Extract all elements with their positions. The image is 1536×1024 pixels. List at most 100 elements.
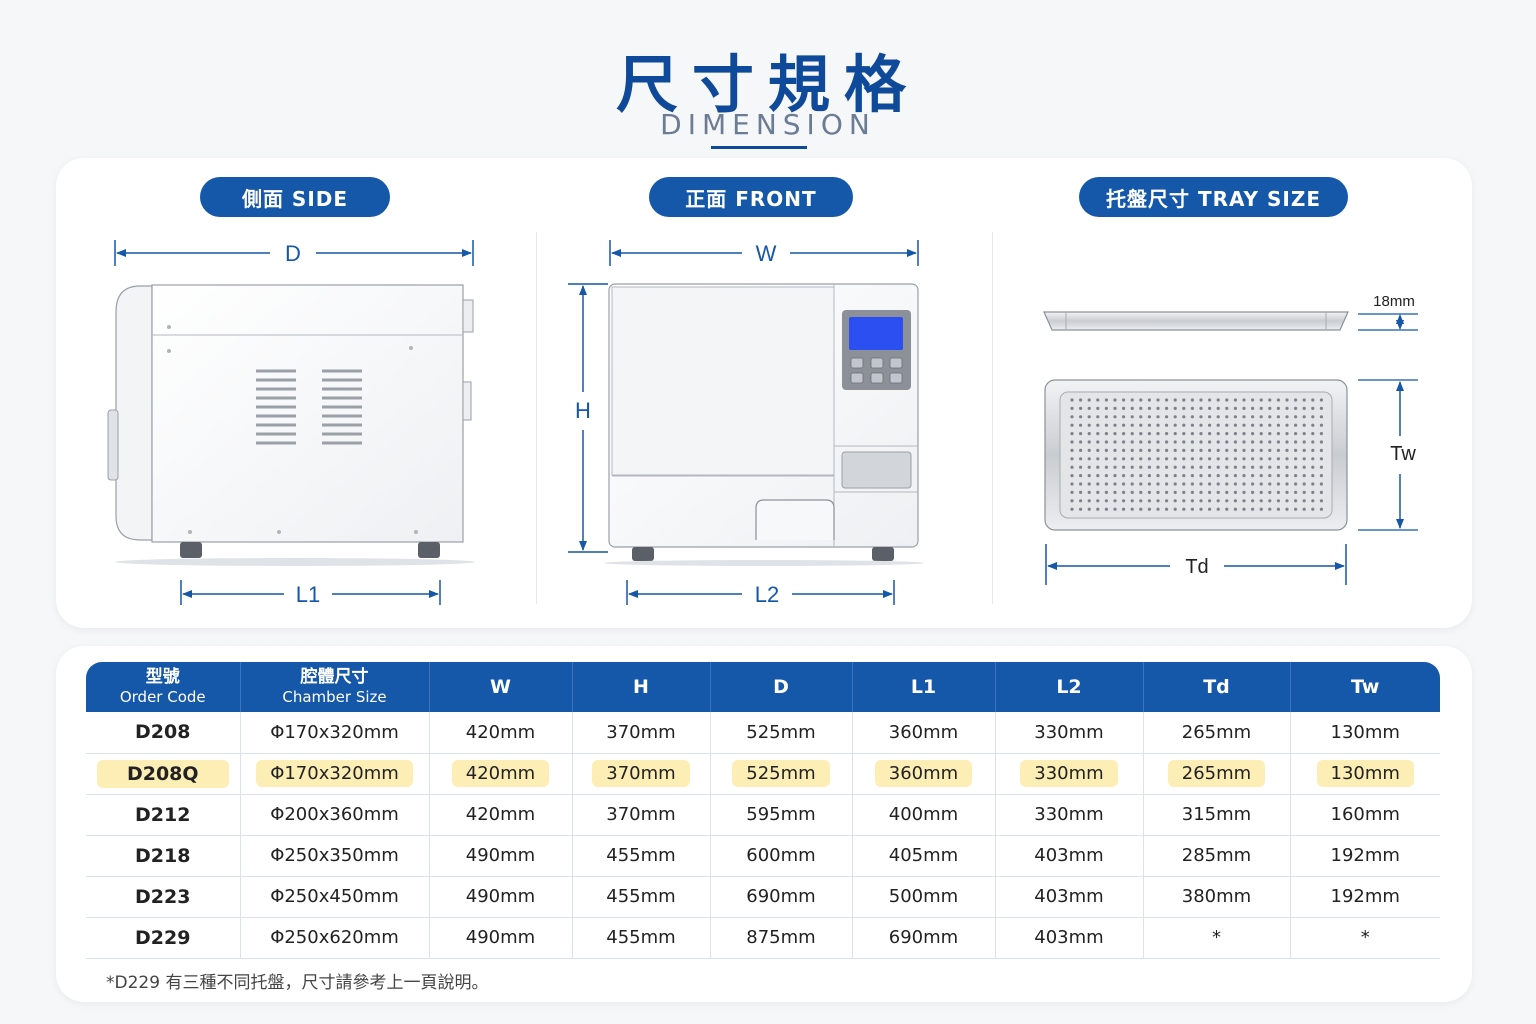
title-underline (711, 146, 807, 149)
spec-cell: 403mm (995, 835, 1144, 877)
spec-cell: 600mm (710, 835, 853, 877)
tray-dim-tw-label: Tw (1390, 443, 1416, 465)
highlighted-value: 330mm (1020, 760, 1118, 787)
highlighted-value: Φ170x320mm (256, 760, 413, 787)
highlighted-value: 130mm (1316, 760, 1414, 787)
view-divider (536, 232, 537, 604)
spec-cell: 370mm (572, 712, 711, 754)
order-code-cell: D223 (86, 876, 241, 918)
spec-cell: 330mm (995, 794, 1144, 836)
order-code-cell: D212 (86, 794, 241, 836)
front-dim-h-label: H (575, 398, 591, 423)
spec-cell: 315mm (1143, 794, 1291, 836)
page-subtitle: DIMENSION (660, 108, 876, 141)
spec-cell: 192mm (1290, 835, 1440, 877)
spec-cell: 265mm (1143, 712, 1291, 754)
spec-cell: 360mm (852, 753, 996, 795)
spec-cell: 420mm (429, 794, 573, 836)
order-code-cell: D218 (86, 835, 241, 877)
tray-height-label: 18mm (1373, 293, 1415, 310)
spec-cell: 875mm (710, 917, 853, 959)
front-view-drawing: W H L2 (568, 240, 924, 607)
spec-cell: 490mm (429, 917, 573, 959)
spec-cell: 403mm (995, 917, 1144, 959)
spec-cell: 690mm (852, 917, 996, 959)
spec-cell: * (1290, 917, 1440, 959)
highlighted-value: 265mm (1167, 760, 1266, 787)
footnote: *D229 有三種不同托盤，尺寸請參考上一頁說明。 (106, 973, 489, 993)
tray-dim-td-label: Td (1185, 556, 1208, 578)
highlighted-value: 360mm (874, 760, 973, 787)
spec-cell: 525mm (710, 712, 853, 754)
technical-drawings: D (107, 240, 1418, 607)
spec-cell: 403mm (995, 876, 1144, 918)
tray-view-label: 托盤尺寸 TRAY SIZE (1079, 177, 1348, 217)
spec-cell: 380mm (1143, 876, 1291, 918)
header-l1: L1 (852, 662, 996, 712)
highlighted-value: D208Q (96, 759, 229, 788)
spec-cell: 330mm (995, 712, 1144, 754)
header-d: D (710, 662, 853, 712)
spec-cell: Φ170x320mm (240, 753, 430, 795)
spec-cell: Φ250x350mm (240, 835, 430, 877)
spec-cell: Φ250x620mm (240, 917, 430, 959)
spec-cell: 420mm (429, 753, 573, 795)
order-code-cell: D208 (86, 712, 241, 754)
header-td: Td (1143, 662, 1291, 712)
spec-cell: 455mm (572, 917, 711, 959)
side-view-drawing: D (107, 240, 475, 607)
spec-cell: 490mm (429, 835, 573, 877)
front-dim-w-label: W (756, 241, 777, 266)
header-h: H (572, 662, 711, 712)
spec-cell: 160mm (1290, 794, 1440, 836)
side-view-label: 側面 SIDE (200, 177, 390, 217)
side-dim-d-label: D (285, 241, 301, 266)
spec-cell: 500mm (852, 876, 996, 918)
header-l2: L2 (995, 662, 1144, 712)
view-divider (992, 232, 993, 604)
tray-view-drawing: 18mm Tw Td (1043, 293, 1418, 585)
spec-cell: 690mm (710, 876, 853, 918)
spec-cell: 595mm (710, 794, 853, 836)
spec-cell: Φ170x320mm (240, 712, 430, 754)
spec-cell: 192mm (1290, 876, 1440, 918)
spec-cell: 420mm (429, 712, 573, 754)
highlighted-value: 525mm (732, 760, 830, 787)
spec-cell: Φ200x360mm (240, 794, 430, 836)
spec-cell: 330mm (995, 753, 1144, 795)
spec-cell: 265mm (1143, 753, 1291, 795)
spec-cell: 405mm (852, 835, 996, 877)
spec-cell: 130mm (1290, 712, 1440, 754)
spec-cell: 400mm (852, 794, 996, 836)
page-title: 尺寸規格 (615, 48, 920, 121)
order-code-cell: D229 (86, 917, 241, 959)
highlighted-value: 370mm (592, 760, 690, 787)
header-tw: Tw (1290, 662, 1440, 712)
spec-cell: 455mm (572, 876, 711, 918)
spec-cell: 360mm (852, 712, 996, 754)
spec-cell: 130mm (1290, 753, 1440, 795)
front-dim-l2-label: L2 (755, 582, 779, 607)
spec-cell: 370mm (572, 794, 711, 836)
spec-cell: Φ250x450mm (240, 876, 430, 918)
order-code-cell: D208Q (86, 753, 241, 795)
spec-cell: * (1143, 917, 1291, 959)
spec-cell: 490mm (429, 876, 573, 918)
tray-perforation-grid (1070, 398, 1323, 511)
spec-cell: 370mm (572, 753, 711, 795)
spec-cell: 455mm (572, 835, 711, 877)
spec-cell: 525mm (710, 753, 853, 795)
spec-cell: 285mm (1143, 835, 1291, 877)
front-view-label: 正面 FRONT (649, 177, 853, 217)
